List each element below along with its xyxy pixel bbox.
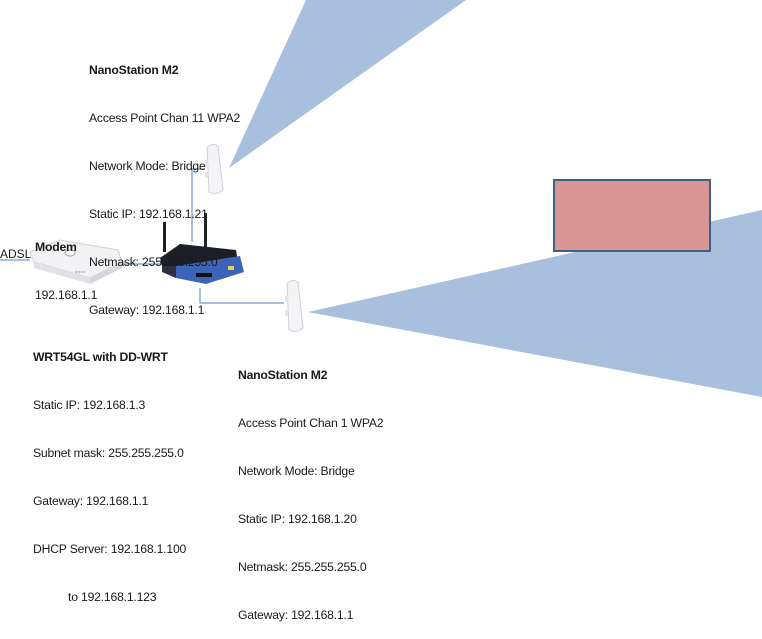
network-diagram — [0, 0, 762, 397]
router-title: WRT54GL with DD-WRT — [33, 350, 168, 364]
ap-bottom-title: NanoStation M2 — [238, 368, 328, 382]
router-ap-top-link — [191, 168, 205, 242]
ap-top-line: Static IP: 192.168.1.21 — [89, 207, 208, 221]
router-line: Gateway: 192.168.1.1 — [33, 494, 149, 508]
ap-top-line: Netmask: 255.255.255.0 — [89, 255, 218, 269]
ap-bottom-line: Gateway: 192.168.1.1 — [238, 608, 354, 622]
ap-bottom-line: Netmask: 255.255.255.0 — [238, 560, 367, 574]
ap-bottom-line: Static IP: 192.168.1.20 — [238, 512, 357, 526]
modem-ip: 192.168.1.1 — [35, 288, 98, 302]
router-line: to 192.168.1.123 — [33, 590, 157, 604]
ap-bottom-line: Access Point Chan 1 WPA2 — [238, 416, 384, 430]
router-icon — [160, 213, 244, 284]
modem-title: Modem — [35, 240, 77, 254]
adsl-label: ADSL — [0, 247, 32, 261]
ap-top-line: Access Point Chan 11 WPA2 — [89, 111, 241, 125]
ap-bottom-line: Network Mode: Bridge — [238, 464, 355, 478]
nanostation-bottom-icon — [285, 279, 304, 333]
modem-info: Modem 192.168.1.1 — [35, 207, 97, 319]
router-line: Subnet mask: 255.255.255.0 — [33, 446, 184, 460]
ap-top-title: NanoStation M2 — [89, 63, 179, 77]
ap-bottom-info: NanoStation M2 Access Point Chan 1 WPA2 … — [238, 335, 384, 639]
modem-icon — [29, 239, 123, 284]
target-area — [553, 179, 711, 252]
router-line: DHCP Server: 192.168.1.100 — [33, 542, 187, 556]
router-info: WRT54GL with DD-WRT Static IP: 192.168.1… — [33, 317, 186, 621]
ap-top-info: NanoStation M2 Access Point Chan 11 WPA2… — [89, 30, 240, 334]
ap-top-line: Network Mode: Bridge — [89, 159, 206, 173]
router-ap-bottom-link — [199, 288, 284, 304]
router-line: Static IP: 192.168.1.3 — [33, 398, 146, 412]
nanostation-top-icon — [205, 143, 224, 195]
ap-top-line: Gateway: 192.168.1.1 — [89, 303, 205, 317]
wireless-beam-top — [229, 0, 466, 168]
wireless-beam-right — [308, 210, 762, 397]
